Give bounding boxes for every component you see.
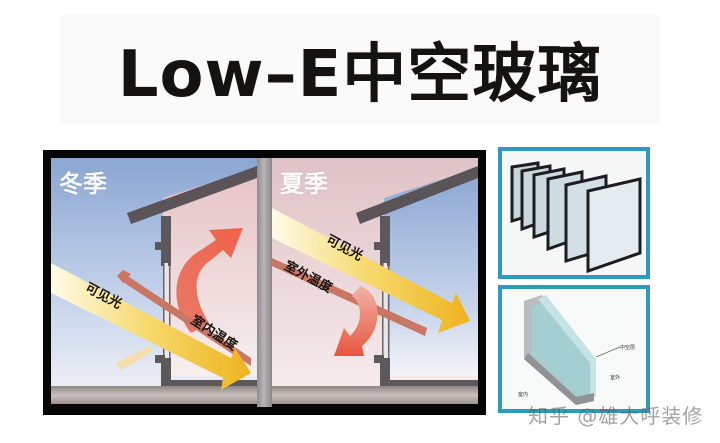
indoor-label: 室内: [518, 392, 529, 398]
winter-panel: 冬季 可见光 室内温度: [51, 158, 257, 404]
page-title: Low–E中空玻璃: [117, 38, 603, 112]
season-label-summer: 夏季: [280, 170, 328, 198]
panel-divider: [257, 158, 272, 407]
season-label-winter: 冬季: [59, 170, 107, 198]
cross-section-icon: [502, 289, 646, 409]
winter-illustration: [51, 158, 257, 404]
seasonal-diagram: 冬季 可见光 室内温度: [43, 150, 486, 415]
watermark: 知乎 @雄大呼装修: [528, 404, 704, 428]
summer-panel: 夏季 可见光 室外温度: [272, 158, 478, 404]
glass-panes-photo: [498, 147, 650, 279]
title-banner: Low–E中空玻璃: [60, 14, 660, 124]
stacked-glass-icon: [502, 151, 646, 275]
outdoor-label: 室外: [610, 375, 621, 381]
glass-cross-section-photo: 中空层 室外 室内: [498, 285, 650, 413]
summer-illustration: [272, 158, 478, 404]
spacer-label: 中空层: [620, 345, 636, 351]
